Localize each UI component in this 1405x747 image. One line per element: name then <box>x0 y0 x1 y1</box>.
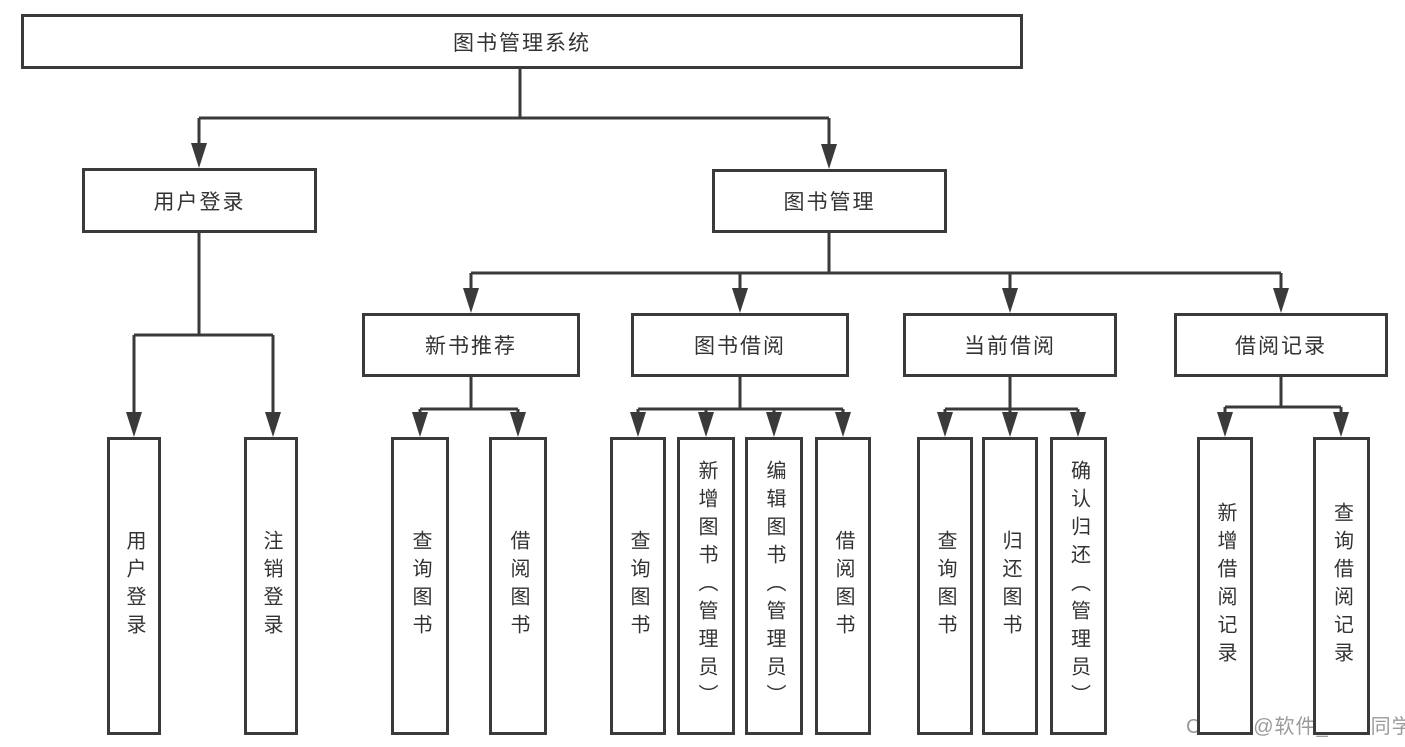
arrowhead-down <box>1070 412 1086 437</box>
arrowhead-down <box>510 412 526 437</box>
leaf-query-books-current: 查询图书 <box>917 437 973 735</box>
leaf-add-borrow-record: 新增借阅记录 <box>1197 437 1253 735</box>
arrowhead-down <box>732 288 748 313</box>
leaf-query-borrow-record: 查询借阅记录 <box>1313 437 1370 735</box>
node-user-login: 用户登录 <box>82 168 317 233</box>
leaf-borrow-books-recommend: 借阅图书 <box>489 437 547 735</box>
arrowhead-down <box>698 412 714 437</box>
node-library-system: 图书管理系统 <box>21 14 1023 69</box>
leaf-query-books-recommend: 查询图书 <box>391 437 449 735</box>
arrowhead-down <box>1217 412 1233 437</box>
arrowhead-down <box>1273 288 1289 313</box>
leaf-edit-books-admin: 编辑图书（管理员） <box>745 437 803 735</box>
arrowhead-down <box>766 412 782 437</box>
leaf-return-books: 归还图书 <box>982 437 1038 735</box>
arrowhead-down <box>821 144 837 169</box>
node-borrowing-records: 借阅记录 <box>1174 313 1388 377</box>
arrowhead-down <box>1002 288 1018 313</box>
arrowhead-down <box>630 412 646 437</box>
node-current-borrowing: 当前借阅 <box>903 313 1117 377</box>
arrowhead-down <box>1333 412 1349 437</box>
leaf-confirm-return-admin: 确认归还（管理员） <box>1050 437 1107 735</box>
arrowhead-down <box>191 143 207 168</box>
leaf-logout: 注销登录 <box>244 437 298 735</box>
arrowhead-down <box>412 412 428 437</box>
arrowhead-down <box>937 412 953 437</box>
node-new-book-recommend: 新书推荐 <box>362 313 580 377</box>
node-book-borrowing: 图书借阅 <box>631 313 849 377</box>
leaf-borrow-books-borrowing: 借阅图书 <box>815 437 871 735</box>
arrowhead-down <box>463 288 479 313</box>
arrowhead-down <box>126 412 142 437</box>
leaf-add-books-admin: 新增图书（管理员） <box>677 437 735 735</box>
leaf-user-login: 用户登录 <box>107 437 161 735</box>
node-book-management: 图书管理 <box>712 169 947 233</box>
arrowhead-down <box>835 412 851 437</box>
arrowhead-down <box>1002 412 1018 437</box>
leaf-query-books-borrowing: 查询图书 <box>610 437 666 735</box>
arrowhead-down <box>265 412 281 437</box>
